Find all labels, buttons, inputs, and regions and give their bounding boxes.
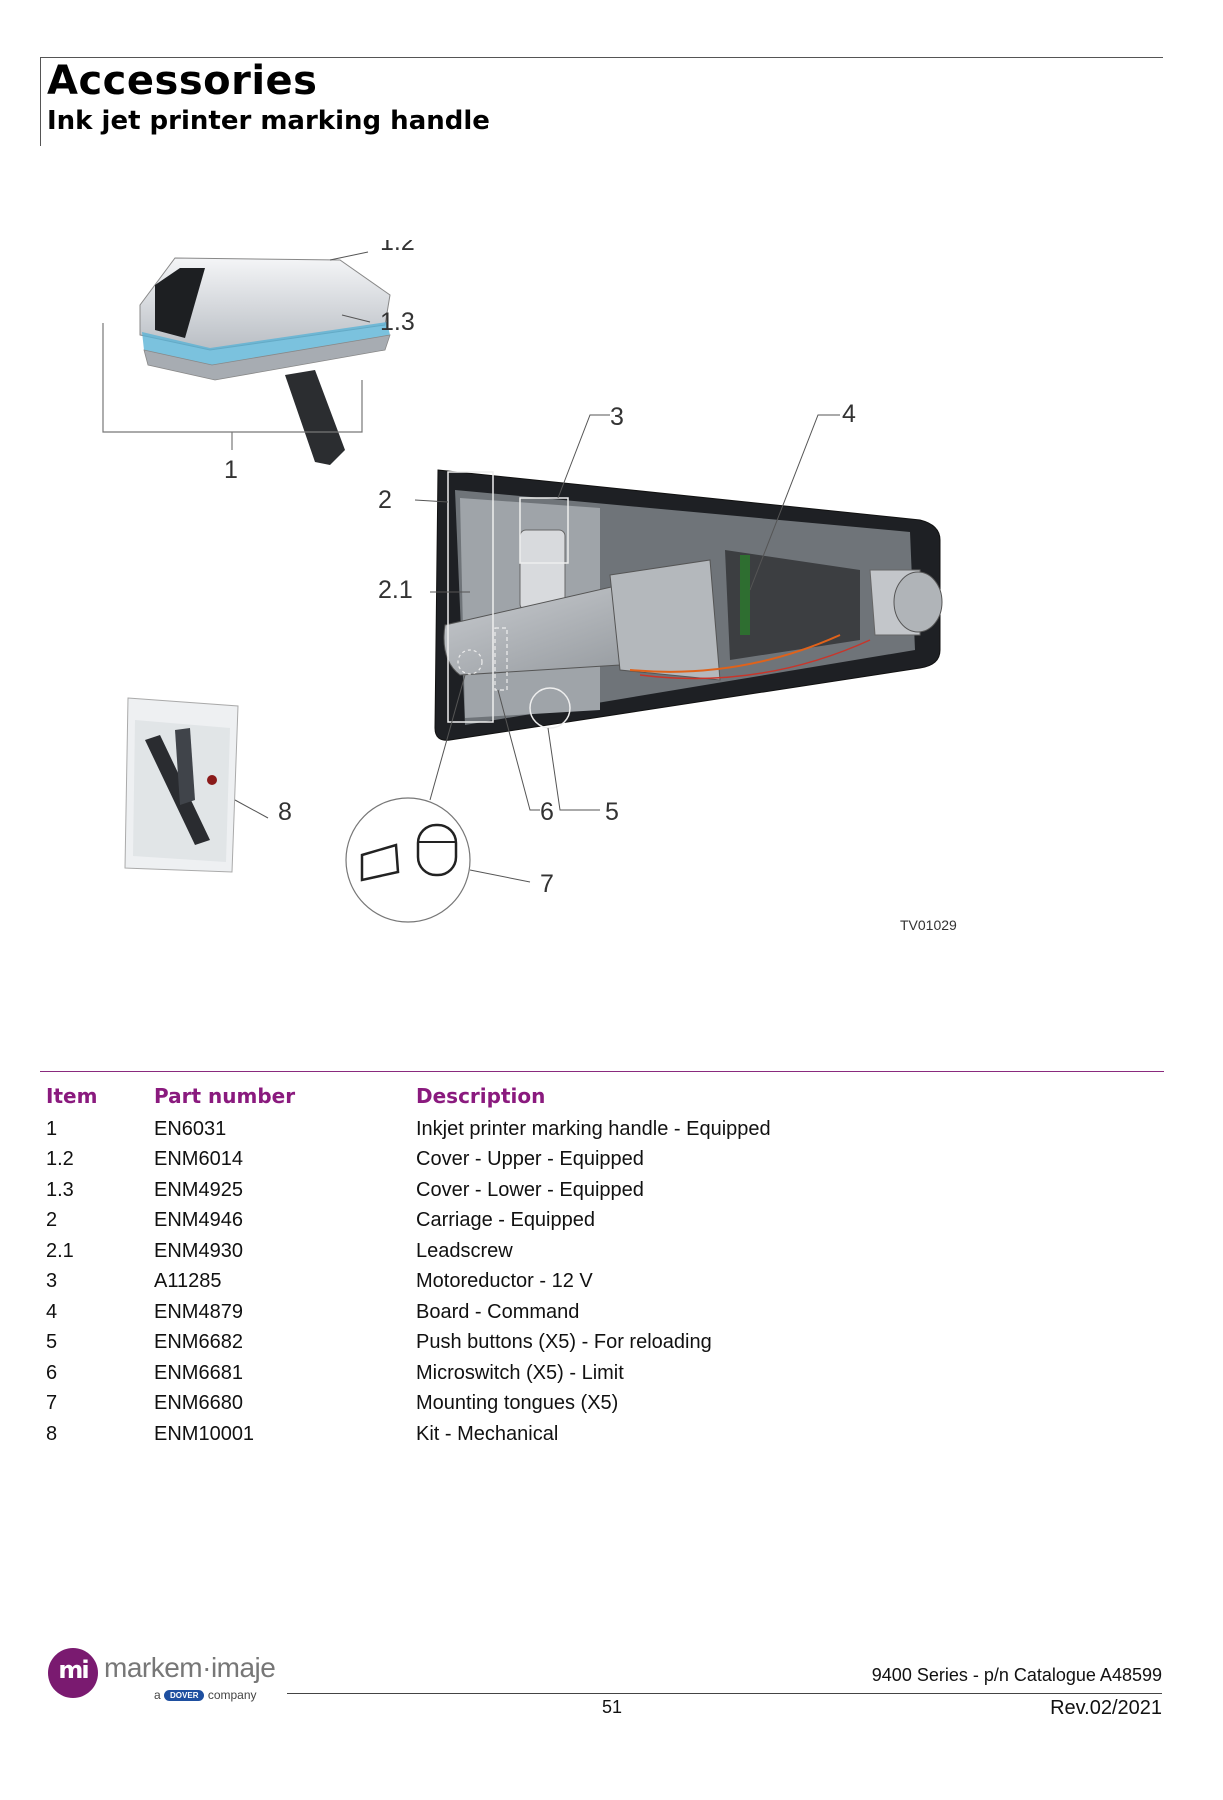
table-row: 2 ENM4946 Carriage - Equipped	[46, 1206, 1016, 1237]
cell-part-number: ENM10001	[154, 1422, 255, 1445]
logo-mark-icon: mi	[48, 1648, 98, 1698]
cell-item: 8	[46, 1422, 58, 1445]
revision-label: Rev.02/2021	[1050, 1697, 1162, 1719]
header-part-number: Part number	[154, 1084, 296, 1108]
cell-item: 1.3	[46, 1178, 74, 1201]
cell-part-number: EN6031	[154, 1117, 227, 1140]
cell-description: Microswitch (X5) - Limit	[416, 1361, 624, 1384]
table-row: 8 ENM10001 Kit - Mechanical	[46, 1419, 1016, 1450]
callout-7: 7	[540, 870, 554, 898]
callout-2-1: 2.1	[378, 576, 413, 604]
logo-tag-suffix: company	[207, 1688, 257, 1702]
callout-6: 6	[540, 798, 554, 826]
table-row: 1 EN6031 Inkjet printer marking handle - E…	[46, 1114, 1016, 1145]
header-item: Item	[46, 1084, 98, 1108]
cell-part-number: ENM4925	[154, 1178, 243, 1201]
callout-1: 1	[224, 456, 238, 484]
cell-description: Mounting tongues (X5)	[416, 1392, 619, 1415]
cell-item: 5	[46, 1331, 58, 1354]
logo-wordmark: markem·imaje	[104, 1652, 276, 1683]
handle-assembly-drawing	[102, 251, 391, 465]
company-logo: mi markem·imaje a DOVER company	[48, 1648, 288, 1708]
cell-description: Kit - Mechanical	[416, 1422, 559, 1445]
table-row: 5 ENM6682 Push buttons (X5) - For reloadin…	[46, 1328, 1016, 1359]
header-frame	[40, 57, 1163, 146]
dover-badge: DOVER	[164, 1690, 205, 1702]
callout-2: 2	[378, 486, 392, 514]
logo-tag-prefix: a	[154, 1688, 161, 1702]
cell-part-number: ENM6681	[154, 1361, 243, 1384]
table-row: 6 ENM6681 Microswitch (X5) - Limit	[46, 1358, 1016, 1389]
cell-part-number: ENM6014	[154, 1148, 243, 1171]
cell-part-number: A11285	[154, 1270, 222, 1293]
cell-description: Push buttons (X5) - For reloading	[416, 1331, 712, 1354]
table-top-rule	[40, 1071, 1164, 1072]
cell-item: 6	[46, 1361, 58, 1384]
exploded-parts-figure: 1.2 1.3 1	[100, 240, 1100, 1050]
page-subtitle: Ink jet printer marking handle	[47, 106, 490, 136]
table-row: 3 A11285 Motoreductor - 12 V	[46, 1267, 1016, 1298]
callout-1-2: 1.2	[380, 240, 415, 256]
footer-rule	[287, 1693, 1162, 1694]
open-housing-drawing	[414, 414, 943, 811]
parts-illustration: 1.2 1.3 1	[102, 240, 957, 933]
cell-part-number: ENM6680	[154, 1392, 243, 1415]
table-header-row: Item Part number Description	[46, 1078, 1016, 1114]
cell-item: 1.2	[46, 1148, 74, 1171]
page-number: 51	[602, 1697, 623, 1717]
mounting-tongue-detail	[345, 797, 531, 923]
figure-code: TV01029	[900, 917, 957, 933]
cell-part-number: ENM4946	[154, 1209, 243, 1232]
cell-item: 3	[46, 1270, 58, 1293]
cell-description: Board - Command	[416, 1300, 580, 1323]
cell-item: 2.1	[46, 1239, 74, 1262]
table-row: 1.2 ENM6014 Cover - Upper - Equipped	[46, 1145, 1016, 1176]
page-title: Accessories	[47, 58, 318, 104]
parts-table-body: 1 EN6031 Inkjet printer marking handle - E…	[46, 1114, 1016, 1450]
callout-8: 8	[278, 798, 292, 826]
table-row: 2.1 ENM4930 Leadscrew	[46, 1236, 1016, 1267]
callout-4: 4	[842, 400, 856, 428]
table-row: 4 ENM4879 Board - Command	[46, 1297, 1016, 1328]
logo-tagline: a DOVER company	[154, 1688, 257, 1702]
cell-part-number: ENM4930	[154, 1239, 243, 1262]
cell-item: 1	[46, 1117, 58, 1140]
cell-item: 2	[46, 1209, 58, 1232]
mechanical-kit-bag	[124, 697, 269, 873]
footer-series: 9400 Series - p/n Catalogue A48599	[871, 1665, 1162, 1685]
header-description: Description	[416, 1084, 546, 1108]
cell-part-number: ENM4879	[154, 1300, 243, 1323]
cell-description: Carriage - Equipped	[416, 1209, 595, 1232]
cell-description: Inkjet printer marking handle - Equipped	[416, 1117, 771, 1140]
cell-description: Motoreductor - 12 V	[416, 1270, 593, 1293]
table-row: 7 ENM6680 Mounting tongues (X5)	[46, 1389, 1016, 1420]
callout-5: 5	[605, 798, 619, 826]
cell-description: Leadscrew	[416, 1239, 513, 1262]
parts-table: Item Part number Description 1 EN6031 Inkj…	[46, 1078, 1016, 1450]
cell-part-number: ENM6682	[154, 1331, 243, 1354]
table-row: 1.3 ENM4925 Cover - Lower - Equipped	[46, 1175, 1016, 1206]
cell-item: 4	[46, 1300, 58, 1323]
cell-description: Cover - Lower - Equipped	[416, 1178, 644, 1201]
cell-item: 7	[46, 1392, 58, 1415]
callout-3: 3	[610, 403, 624, 431]
callout-1-3: 1.3	[380, 308, 415, 336]
cell-description: Cover - Upper - Equipped	[416, 1148, 644, 1171]
